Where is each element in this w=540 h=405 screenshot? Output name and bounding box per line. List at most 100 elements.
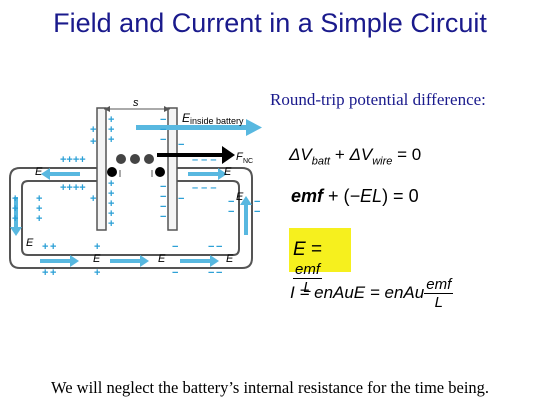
plus-charge: +: [94, 241, 100, 253]
label-e: E: [26, 237, 34, 249]
eq2-close-zero: ) = 0: [382, 186, 419, 206]
wire-e-arrowhead: [218, 168, 227, 180]
label-inside-battery: inside battery: [190, 116, 244, 126]
s-arrowhead-left: [104, 106, 110, 112]
wire-e-arrow-top-right: [188, 172, 218, 176]
plus-charge: +: [108, 208, 114, 220]
fnc-arrow-shaft: [157, 153, 225, 157]
plus-charge: +: [90, 124, 96, 136]
minus-charge: −: [228, 206, 234, 218]
label-f: F: [236, 151, 244, 163]
fnc-arrowhead: [222, 146, 235, 164]
minus-charge: −: [172, 241, 178, 253]
minus-charge: −: [208, 267, 214, 279]
minus-charge: −: [254, 206, 260, 218]
minus-charge: −: [254, 196, 260, 208]
plus-charge: +: [90, 193, 96, 205]
e-inside-arrow-shaft: [136, 125, 246, 130]
eq3-num: emf: [293, 261, 323, 279]
plus-charge: +: [50, 241, 56, 253]
circuit-wire-outer: [9, 167, 253, 269]
wire-e-arrowhead: [140, 255, 149, 267]
wire-e-arrow-bottom-1: [40, 259, 70, 263]
electron: [155, 167, 165, 177]
eq1-delta-v-wire: ΔV: [349, 145, 373, 164]
plus-charge-row: ++++: [60, 182, 86, 194]
electron: [107, 167, 117, 177]
wire-e-arrow-top-left: [50, 172, 80, 176]
plus-charge: +: [108, 124, 114, 136]
battery-plate-right: [167, 107, 178, 231]
minus-charge: −: [228, 196, 234, 208]
plus-charge: +: [36, 203, 42, 215]
minus-charge: −: [160, 134, 166, 146]
plus-charge: +: [90, 136, 96, 148]
label-e: E: [158, 253, 166, 265]
plus-charge: +: [108, 114, 114, 126]
battery-plate-left: [96, 107, 107, 231]
electron: [116, 154, 126, 164]
minus-charge: −: [160, 181, 166, 193]
plus-charge: +: [108, 134, 114, 146]
plus-charge: +: [50, 267, 56, 279]
label-e: E: [226, 253, 234, 265]
label-s: s: [133, 97, 139, 109]
minus-charge-row: – – –: [192, 182, 216, 194]
plus-charge: +: [108, 218, 114, 230]
label-f-nc: NC: [243, 158, 253, 165]
plus-charge: +: [108, 178, 114, 190]
minus-charge: −: [160, 211, 166, 223]
plus-charge: +: [94, 267, 100, 279]
eq4-num: emf: [424, 276, 454, 294]
label-e: E: [93, 253, 101, 265]
wire-e-arrowhead: [41, 168, 50, 180]
equation-emf-el: emf + (−EL) = 0: [291, 186, 419, 207]
minus-charge: −: [216, 241, 222, 253]
minus-charge: −: [216, 267, 222, 279]
label-e: E: [35, 166, 43, 178]
plus-charge: +: [12, 203, 18, 215]
eq2-plus-open: + (: [323, 186, 350, 206]
eq3-equals: =: [305, 239, 323, 260]
electron: [130, 154, 140, 164]
plus-charge: +: [42, 241, 48, 253]
wire-e-arrow-right: [244, 205, 248, 235]
eq4-mid: = enAuE = enAu: [294, 282, 425, 302]
wire-e-arrowhead: [10, 227, 22, 236]
wire-e-labels: E E E E E E E: [26, 166, 244, 265]
minus-charge: −: [178, 193, 184, 205]
plus-charge: +: [12, 193, 18, 205]
plus-charge: +: [108, 198, 114, 210]
plus-charge: +: [12, 213, 18, 225]
wire-e-arrow-bottom-3: [180, 259, 210, 263]
eq4-i: I: [290, 282, 295, 302]
circuit-wire-inner: [21, 180, 240, 256]
eq3-e: E: [293, 239, 306, 260]
label-e-inside: E: [182, 111, 191, 125]
wire-e-arrowhead: [240, 196, 252, 205]
equation-round-trip: ΔVbatt + ΔVwire = 0: [289, 145, 421, 167]
eq4-den: L: [434, 294, 443, 311]
minus-charge: −: [172, 267, 178, 279]
plus-charge: +: [108, 188, 114, 200]
label-e: E: [236, 191, 244, 203]
wire-e-arrow-left: [14, 197, 18, 227]
plus-charge: +: [42, 267, 48, 279]
eq1-sub-wire: wire: [372, 155, 393, 168]
plus-charge-row: ++++: [60, 154, 86, 166]
wire-e-arrowhead: [210, 255, 219, 267]
label-e: E: [224, 166, 232, 178]
positive-charges: + + + + + + + + + + + ++++ ++++ + + + + …: [12, 114, 114, 279]
minus-charge: −: [160, 124, 166, 136]
plus-charge: +: [36, 193, 42, 205]
eq1-rhs: = 0: [392, 145, 422, 164]
minus-charge: −: [208, 241, 214, 253]
slide-title: Field and Current in a Simple Circuit: [53, 8, 487, 38]
e-inside-arrowhead: [246, 119, 262, 136]
eq2-minus-el: −EL: [349, 186, 383, 206]
